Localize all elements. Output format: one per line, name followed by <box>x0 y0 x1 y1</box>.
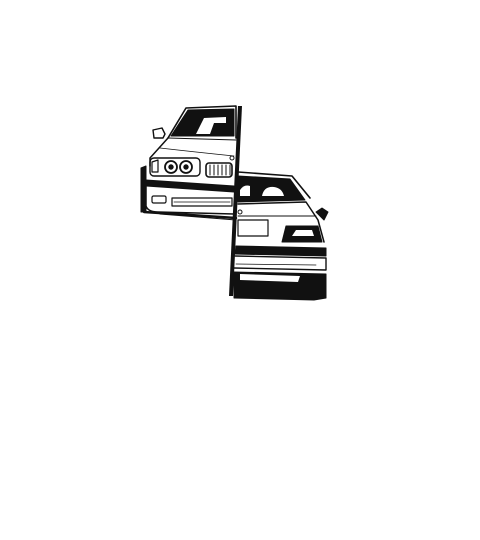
front-badge <box>229 155 235 161</box>
front-bumper-stripe <box>145 179 235 193</box>
front-hood-line <box>167 137 237 141</box>
front-ground-shadow <box>159 213 237 221</box>
front-headlight-left-inner <box>168 164 174 170</box>
rear-lower-bumper <box>233 255 327 271</box>
front-lower-intake <box>171 197 233 207</box>
rear-diffuser-cutout <box>240 274 300 282</box>
front-hood-crease <box>159 147 235 157</box>
front-indicator <box>151 159 159 173</box>
front-side-mirror <box>152 127 166 139</box>
front-headlight-right-inner <box>183 164 189 170</box>
front-grille-slats <box>209 164 231 176</box>
front-grille <box>205 162 233 178</box>
rear-roof-outline <box>237 171 311 199</box>
rear-trunk-outline <box>237 201 325 243</box>
rear-headrest-right <box>262 186 284 196</box>
rear-bumper-line <box>235 263 317 266</box>
rear-headrest-left <box>240 185 250 196</box>
rear-tail-light-highlight <box>292 230 314 236</box>
divider-bar <box>229 106 242 296</box>
front-fog-light <box>151 195 167 204</box>
front-headlight-right <box>179 160 193 174</box>
front-headlight-housing <box>149 157 201 177</box>
front-windshield-highlight <box>196 117 226 134</box>
front-headlight-left <box>164 160 178 174</box>
front-wheel <box>140 165 147 213</box>
car-rear-view <box>233 171 329 301</box>
rear-side-mirror <box>315 207 329 221</box>
rear-badge <box>237 209 243 215</box>
front-splitter <box>142 210 238 220</box>
rear-plate-recess <box>237 219 269 237</box>
car-front-view <box>140 105 238 221</box>
front-roof-outline <box>167 105 237 139</box>
rear-bumper-band <box>234 245 327 257</box>
